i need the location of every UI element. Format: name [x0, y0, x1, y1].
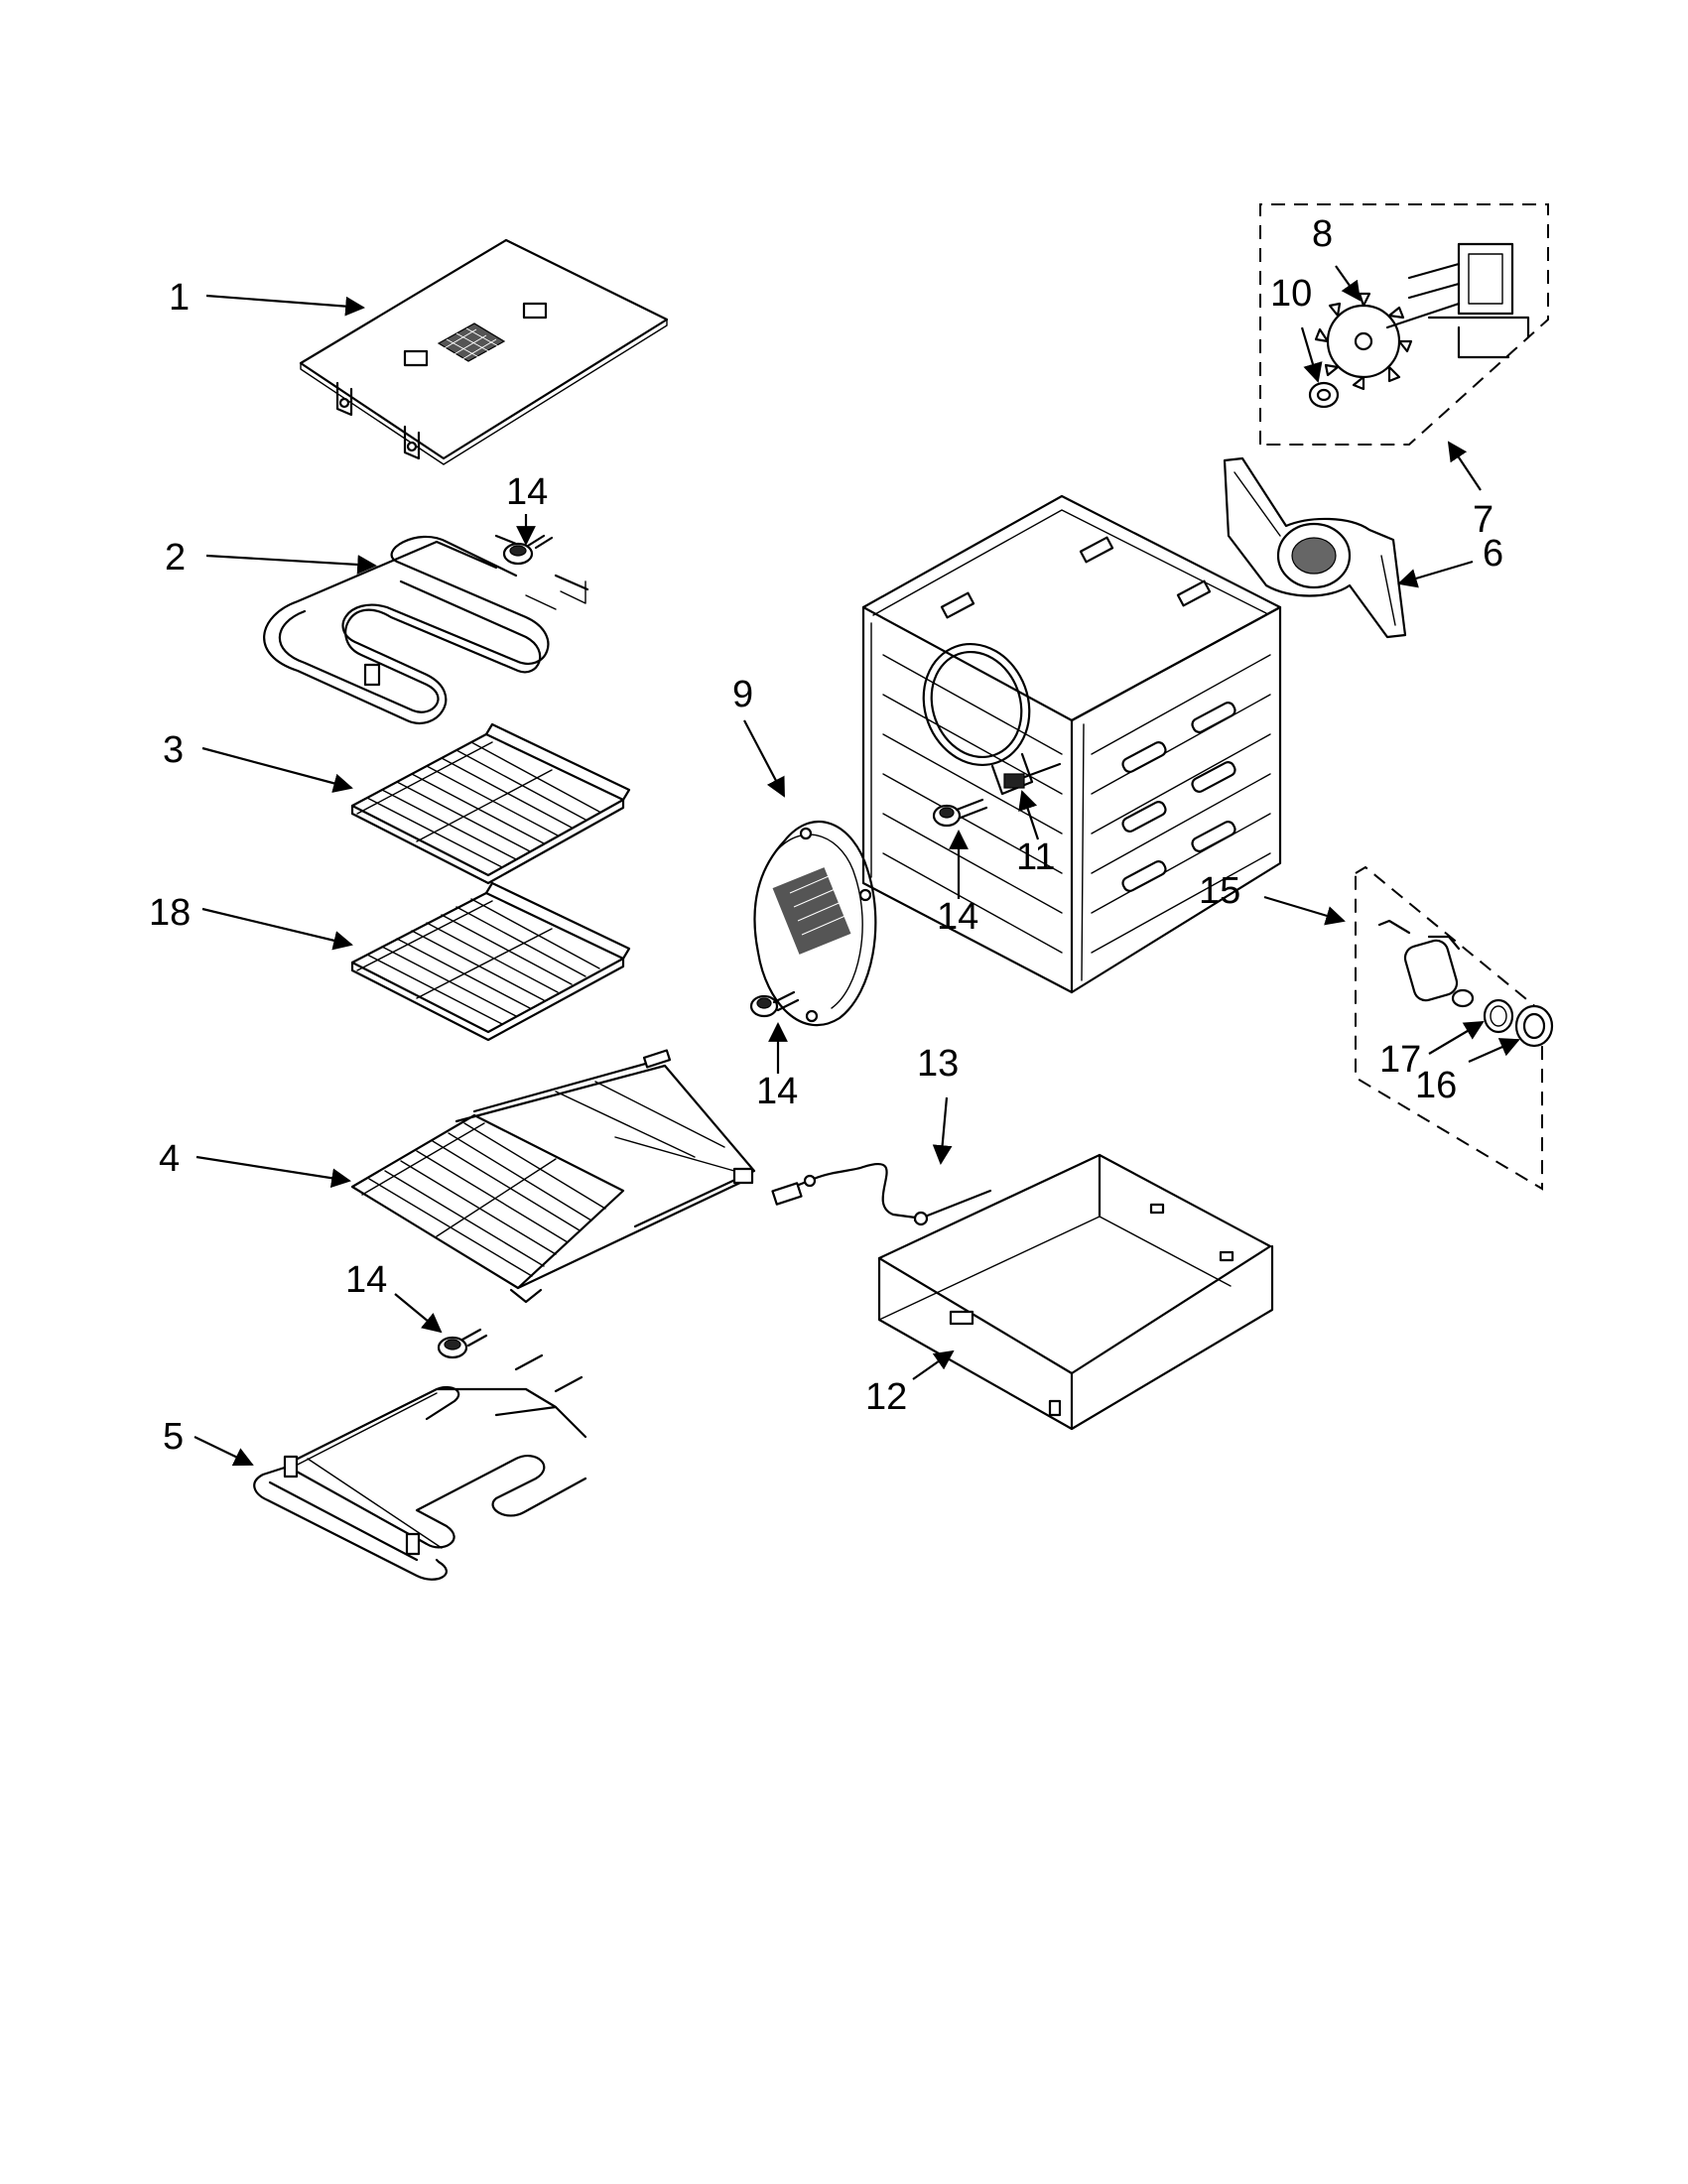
part-fan-baffle — [753, 821, 877, 1027]
callout-14-upper: 14 — [506, 471, 548, 513]
part-top-panel — [299, 238, 669, 465]
part-screw-lower — [437, 1328, 488, 1359]
callout-14-cavity: 14 — [937, 896, 978, 938]
part-sliding-rack — [350, 1049, 756, 1304]
part-screw-cavity — [932, 798, 988, 828]
callout-8: 8 — [1312, 213, 1333, 255]
callout-2: 2 — [165, 537, 186, 578]
callout-11: 11 — [1016, 836, 1055, 878]
callout-9: 9 — [732, 674, 753, 715]
callout-1: 1 — [169, 277, 190, 319]
callout-18: 18 — [149, 892, 191, 934]
callout-14-baffle: 14 — [756, 1071, 798, 1112]
callout-labels: 1 2 14 3 18 4 14 5 9 14 14 11 8 10 7 6 1… — [149, 213, 1503, 1458]
leader-lines — [194, 265, 1520, 1467]
part-meat-probe — [771, 1162, 992, 1226]
callout-12: 12 — [865, 1376, 907, 1418]
part-drawer-pan — [877, 1153, 1274, 1431]
callout-17: 17 — [1379, 1039, 1421, 1081]
part-fan-shroud — [1223, 456, 1407, 639]
callout-15: 15 — [1199, 870, 1240, 912]
part-oven-cavity — [861, 494, 1282, 994]
part-oven-rack-3 — [350, 722, 631, 885]
part-fan-motor-group — [1259, 203, 1549, 446]
callout-10: 10 — [1270, 273, 1312, 315]
callout-13: 13 — [917, 1043, 959, 1085]
callout-5: 5 — [163, 1416, 184, 1458]
callout-4: 4 — [159, 1138, 180, 1180]
callout-6: 6 — [1483, 533, 1503, 575]
part-screw-upper — [502, 534, 554, 566]
part-oven-rack-18 — [350, 881, 631, 1042]
callout-14-lower: 14 — [345, 1259, 387, 1301]
part-lower-element — [253, 1353, 587, 1581]
callout-7: 7 — [1473, 499, 1493, 541]
part-upper-element — [263, 534, 589, 724]
callout-3: 3 — [163, 729, 184, 771]
callout-16: 16 — [1415, 1065, 1457, 1106]
part-screw-baffle — [749, 990, 800, 1018]
part-light-group — [1355, 865, 1554, 1191]
